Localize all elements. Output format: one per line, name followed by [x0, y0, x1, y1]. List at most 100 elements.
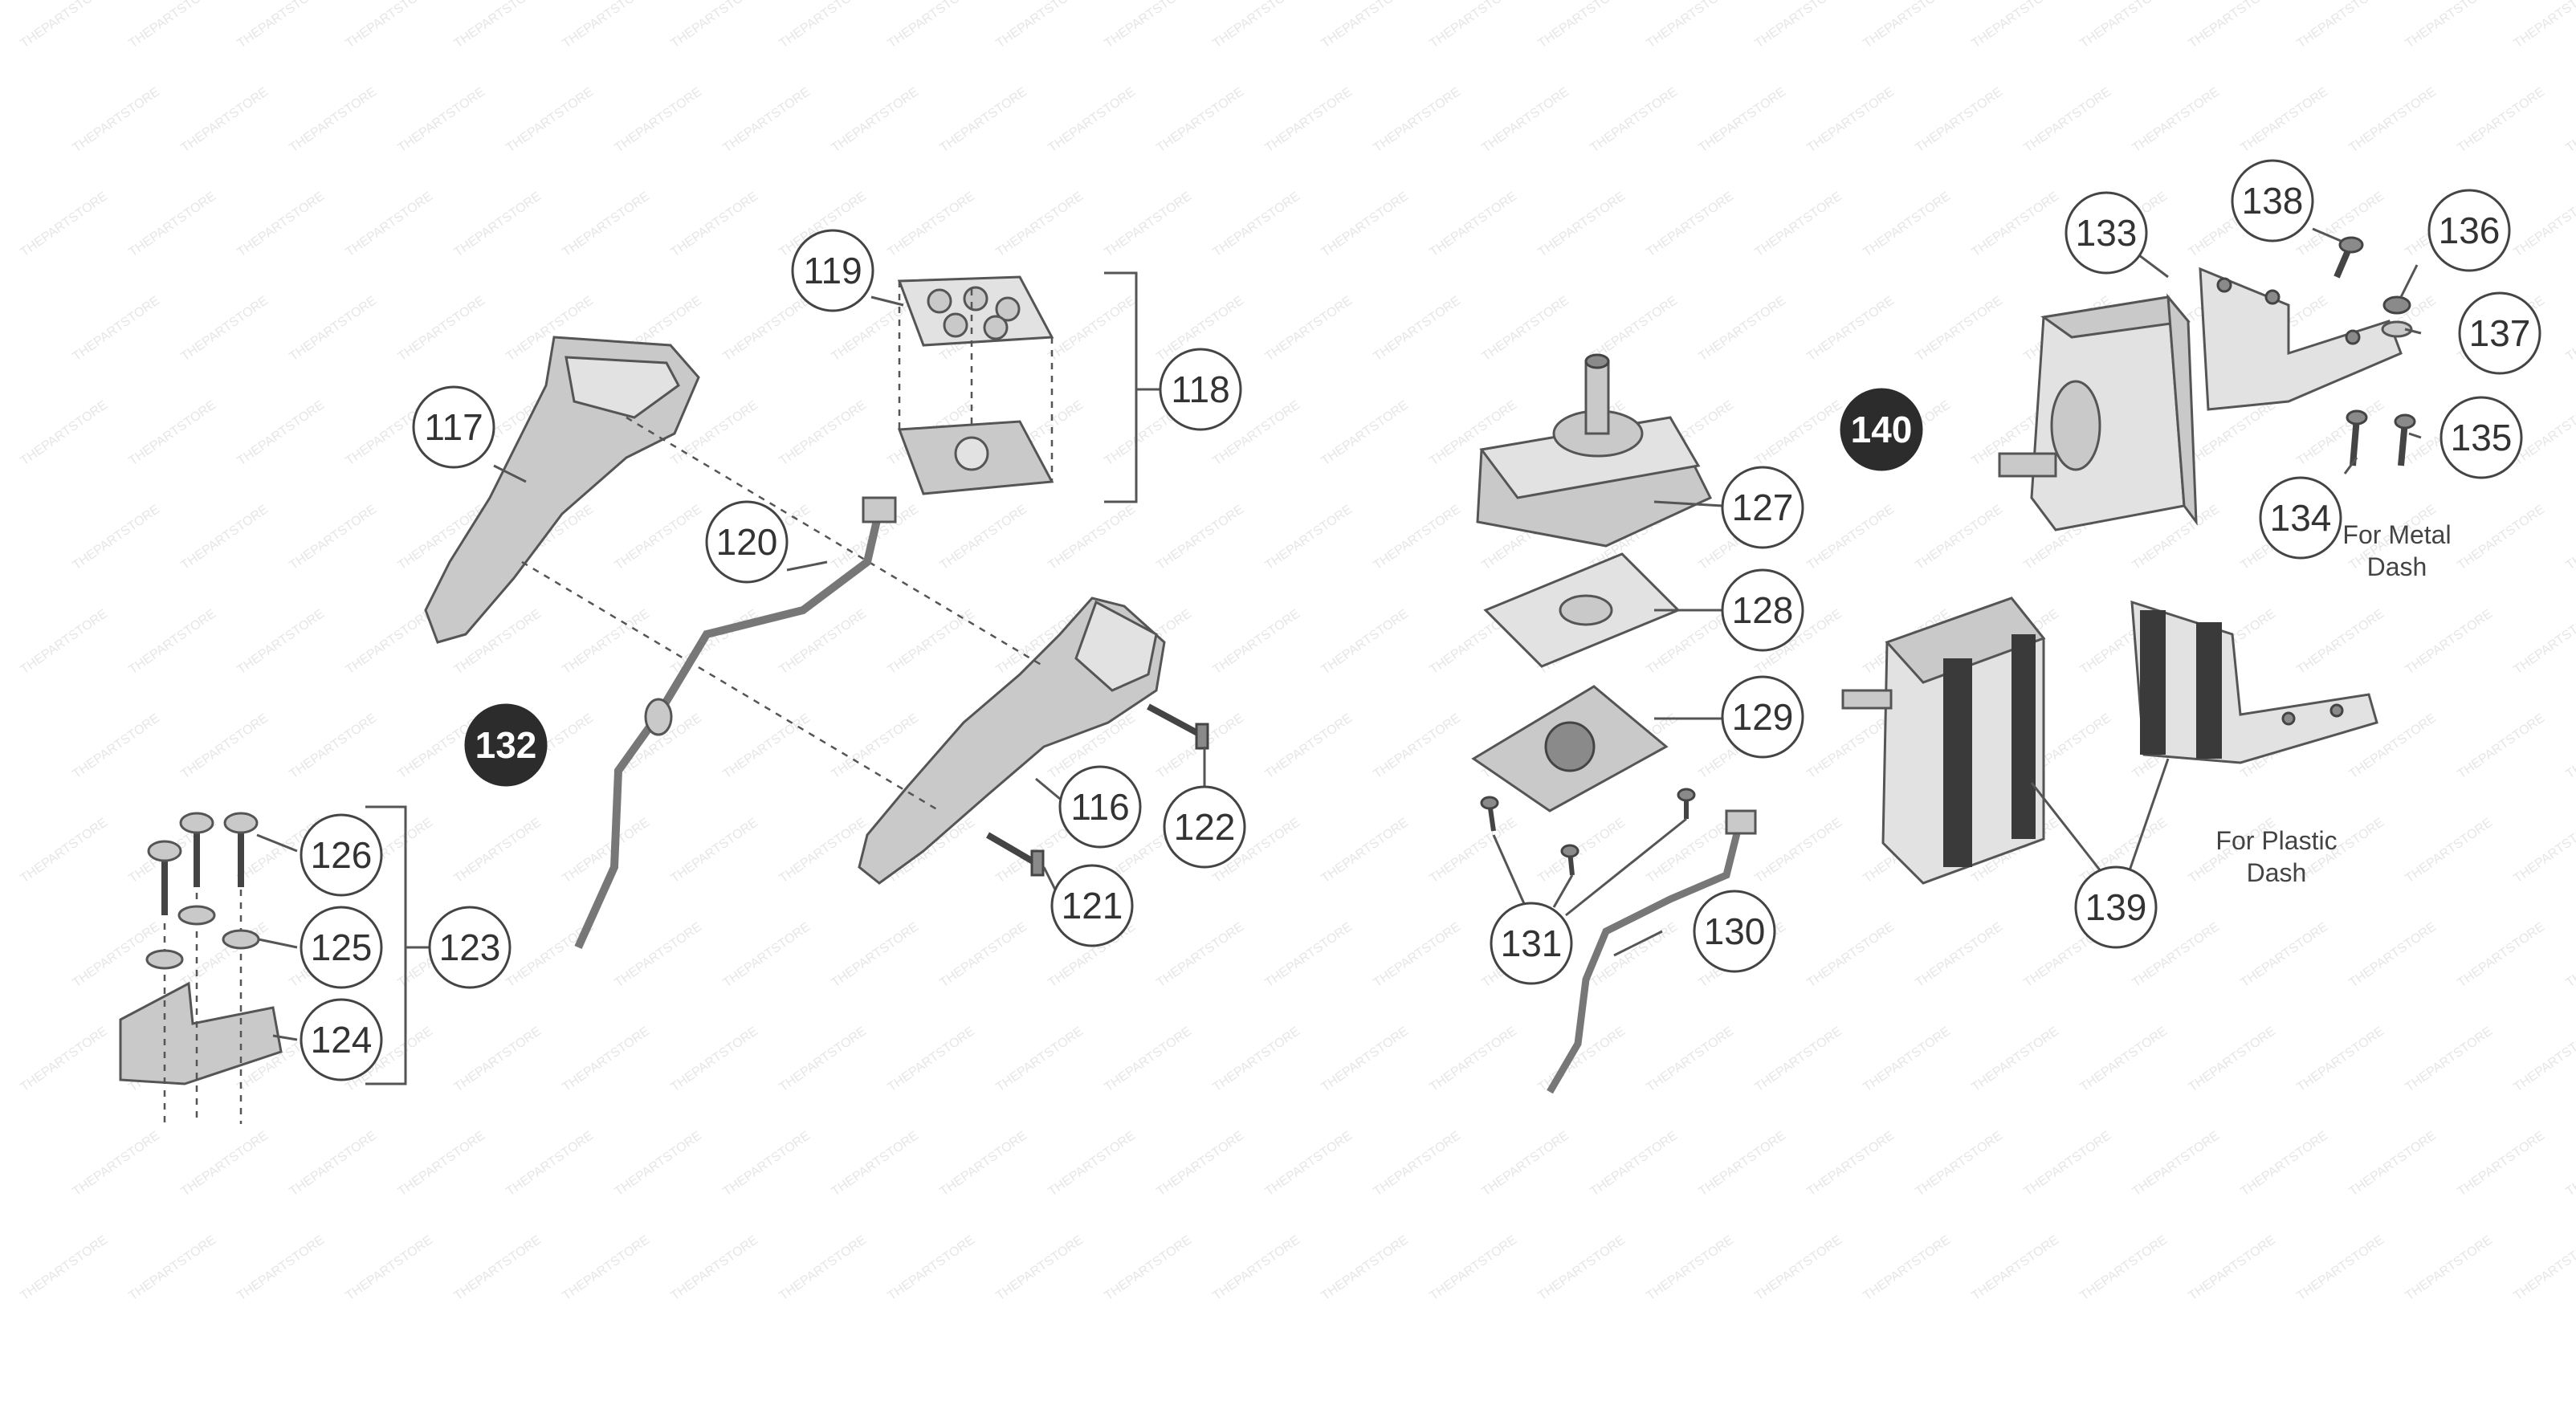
watermark-text: THEPARTSTORE — [71, 294, 163, 364]
watermark-text: THEPARTSTORE — [127, 1233, 219, 1303]
watermark-text: THEPARTSTORE — [777, 398, 870, 468]
watermark-text: THEPARTSTORE — [2295, 398, 2387, 468]
watermark-text: THEPARTSTORE — [1319, 1024, 1412, 1094]
watermark-text: THEPARTSTORE — [235, 1233, 328, 1303]
watermark-text: THEPARTSTORE — [18, 816, 111, 886]
watermark-text: THEPARTSTORE — [886, 607, 978, 677]
watermark-text: THEPARTSTORE — [1588, 294, 1681, 364]
watermark-text: THEPARTSTORE — [1046, 1129, 1139, 1199]
svg-text:133: 133 — [2076, 212, 2138, 254]
bracket-139 — [2130, 600, 2378, 764]
watermark-text: THEPARTSTORE — [18, 398, 111, 468]
caption-metal-dash-line2: Dash — [2367, 552, 2427, 581]
watermark-text: THEPARTSTORE — [1588, 85, 1681, 155]
watermark-text: THEPARTSTORE — [560, 0, 653, 51]
watermark-text: THEPARTSTORE — [2078, 1024, 2170, 1094]
watermark-text: THEPARTSTORE — [1046, 294, 1139, 364]
watermark-text: THEPARTSTORE — [179, 920, 271, 990]
watermark-text: THEPARTSTORE — [2347, 1129, 2439, 1199]
svg-text:125: 125 — [311, 926, 373, 968]
watermark-text: THEPARTSTORE — [1861, 189, 1954, 259]
watermark-text: THEPARTSTORE — [560, 1024, 653, 1094]
watermark-text: THEPARTSTORE — [1155, 503, 1247, 572]
watermark-text: THEPARTSTORE — [1805, 1129, 1897, 1199]
watermark-text: THEPARTSTORE — [829, 711, 922, 781]
watermark-text: THEPARTSTORE — [2130, 85, 2223, 155]
watermark-text: THEPARTSTORE — [1753, 189, 1845, 259]
screw-121 — [985, 832, 1045, 877]
watermark-text: THEPARTSTORE — [938, 503, 1030, 572]
watermark-text: THEPARTSTORE — [613, 503, 705, 572]
watermark-text: THEPARTSTORE — [2564, 711, 2576, 781]
joystick-assembly — [1471, 353, 1757, 1094]
callout-130: 130 — [1693, 890, 1776, 973]
watermark-text: THEPARTSTORE — [287, 85, 380, 155]
watermark-text: THEPARTSTORE — [777, 1024, 870, 1094]
watermark-text: THEPARTSTORE — [1970, 189, 2062, 259]
watermark-text: THEPARTSTORE — [2512, 816, 2576, 886]
watermark-text: THEPARTSTORE — [71, 85, 163, 155]
handle-assembly — [119, 271, 1209, 1124]
watermark-text: THEPARTSTORE — [18, 1024, 111, 1094]
callout-136: 136 — [2427, 189, 2511, 272]
watermark-text: THEPARTSTORE — [18, 189, 111, 259]
watermark-text: THEPARTSTORE — [1319, 0, 1412, 51]
screws-134-135-136-137-138 — [2333, 236, 2416, 466]
watermark-text: THEPARTSTORE — [938, 1129, 1030, 1199]
watermark-text: THEPARTSTORE — [560, 1233, 653, 1303]
watermark-text: THEPARTSTORE — [1536, 189, 1628, 259]
watermark-text: THEPARTSTORE — [287, 503, 380, 572]
watermark-text: THEPARTSTORE — [18, 0, 111, 51]
watermark-text: THEPARTSTORE — [994, 189, 1086, 259]
watermark-text: THEPARTSTORE — [1319, 189, 1412, 259]
svg-text:117: 117 — [424, 406, 483, 448]
watermark-text: THEPARTSTORE — [344, 0, 436, 51]
watermark-text: THEPARTSTORE — [1211, 1233, 1303, 1303]
watermark-text: THEPARTSTORE — [1480, 1129, 1572, 1199]
screws-131 — [1480, 788, 1696, 876]
watermark-text: THEPARTSTORE — [1805, 85, 1897, 155]
watermark-text: THEPARTSTORE — [1805, 294, 1897, 364]
watermark-text: THEPARTSTORE — [2512, 1024, 2576, 1094]
watermark-text: THEPARTSTORE — [396, 85, 488, 155]
plate-138-bracket — [2199, 267, 2403, 411]
watermark-text: THEPARTSTORE — [777, 607, 870, 677]
watermark-text: THEPARTSTORE — [1645, 189, 1737, 259]
watermark-text: THEPARTSTORE — [452, 0, 544, 51]
watermark-text: THEPARTSTORE — [1103, 0, 1195, 51]
watermark-text: THEPARTSTORE — [2347, 85, 2439, 155]
watermark-text: THEPARTSTORE — [1536, 0, 1628, 51]
watermark-text: THEPARTSTORE — [1428, 189, 1520, 259]
watermark-text: THEPARTSTORE — [613, 920, 705, 990]
watermark-text: THEPARTSTORE — [2403, 816, 2496, 886]
caption-plastic-dash-line2: Dash — [2247, 858, 2307, 887]
svg-text:116: 116 — [1070, 786, 1129, 828]
watermark-text: THEPARTSTORE — [1753, 0, 1845, 51]
callout-131: 131 — [1490, 902, 1573, 985]
svg-text:124: 124 — [311, 1019, 373, 1061]
watermark-text: THEPARTSTORE — [2564, 1129, 2576, 1199]
watermark-text: THEPARTSTORE — [886, 1233, 978, 1303]
watermark-text: THEPARTSTORE — [1914, 294, 2006, 364]
watermark-text: THEPARTSTORE — [344, 1233, 436, 1303]
callout-132: 132 — [464, 703, 548, 787]
svg-text:120: 120 — [716, 521, 778, 563]
watermark-text: THEPARTSTORE — [1155, 1129, 1247, 1199]
watermark-text: THEPARTSTORE — [1211, 607, 1303, 677]
watermark-text: THEPARTSTORE — [2512, 0, 2576, 51]
svg-text:126: 126 — [311, 834, 373, 876]
watermark-text: THEPARTSTORE — [2564, 920, 2576, 990]
watermark-text: THEPARTSTORE — [938, 85, 1030, 155]
callout-121: 121 — [1050, 864, 1134, 947]
watermark-text: THEPARTSTORE — [1103, 1233, 1195, 1303]
watermark-text: THEPARTSTORE — [1861, 1024, 1954, 1094]
watermark-text: THEPARTSTORE — [829, 920, 922, 990]
watermark-text: THEPARTSTORE — [127, 189, 219, 259]
watermark-text: THEPARTSTORE — [560, 816, 653, 886]
svg-text:140: 140 — [1851, 409, 1913, 450]
watermark-text: THEPARTSTORE — [287, 294, 380, 364]
watermark-text: THEPARTSTORE — [1753, 1233, 1845, 1303]
watermark-text: THEPARTSTORE — [1697, 85, 1789, 155]
watermark-text: THEPARTSTORE — [2403, 1024, 2496, 1094]
caption-metal-dash-line1: For Metal — [2342, 520, 2451, 549]
